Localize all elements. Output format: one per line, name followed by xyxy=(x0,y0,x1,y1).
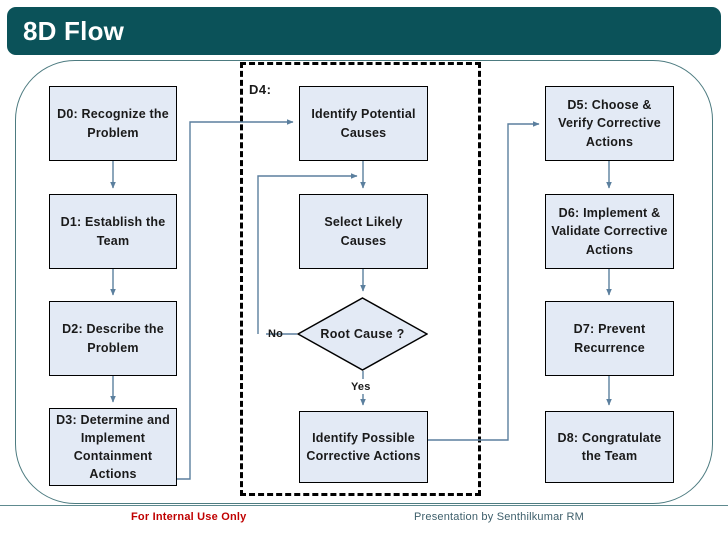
process-box-d2[interactable]: D2: Describe the Problem xyxy=(49,301,177,376)
process-box-d7[interactable]: D7: Prevent Recurrence xyxy=(545,301,674,376)
footer-divider xyxy=(0,505,728,506)
diagram-outer-frame xyxy=(15,60,713,504)
decision-label: Root Cause ? xyxy=(320,327,405,341)
footer-confidentiality-notice: For Internal Use Only xyxy=(131,511,247,523)
process-box-d3[interactable]: D3: Determine and Implement Containment … xyxy=(49,408,177,486)
process-box-identify-possible-corrective-actions[interactable]: Identify Possible Corrective Actions xyxy=(299,411,428,483)
decision-root-cause[interactable]: Root Cause ? xyxy=(297,297,428,371)
footer-attribution: Presentation by Senthilkumar RM xyxy=(414,511,585,523)
process-box-d5[interactable]: D5: Choose & Verify Corrective Actions xyxy=(545,86,674,161)
edge-label-no: No xyxy=(268,328,284,340)
page-title: 8D Flow xyxy=(23,16,125,46)
process-box-d0[interactable]: D0: Recognize the Problem xyxy=(49,86,177,161)
process-box-select-likely-causes[interactable]: Select Likely Causes xyxy=(299,194,428,269)
title-bar: 8D Flow xyxy=(7,7,721,55)
process-box-d1[interactable]: D1: Establish the Team xyxy=(49,194,177,269)
edge-label-yes: Yes xyxy=(351,381,371,393)
diamond-shape xyxy=(297,297,428,371)
process-box-d6[interactable]: D6: Implement & Validate Corrective Acti… xyxy=(545,194,674,269)
d4-group-label: D4: xyxy=(249,82,272,97)
process-box-identify-potential-causes[interactable]: Identify Potential Causes xyxy=(299,86,428,161)
process-box-d8[interactable]: D8: Congratulate the Team xyxy=(545,411,674,483)
